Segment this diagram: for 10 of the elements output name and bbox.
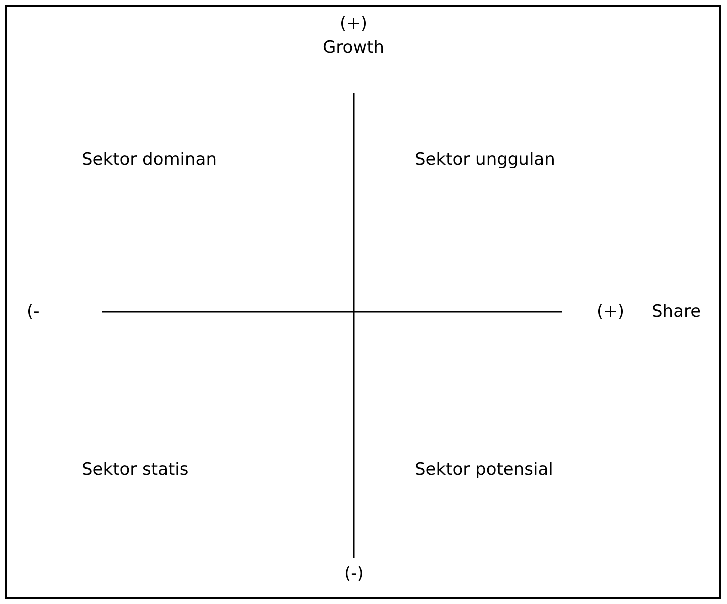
quadrant-label: Sektor unggulan [415,150,556,170]
axis-title: Growth [323,38,385,58]
quadrant-label: Sektor dominan [82,150,217,170]
axis-sign: (-) [344,564,364,584]
axis-sign: (- [27,302,40,322]
quadrant-label: Sektor statis [82,460,189,480]
axis-sign: (+) [340,14,368,34]
axis-title: Share [652,302,702,322]
axis-sign: (+) [597,302,625,322]
quadrant-label: Sektor potensial [415,460,554,480]
